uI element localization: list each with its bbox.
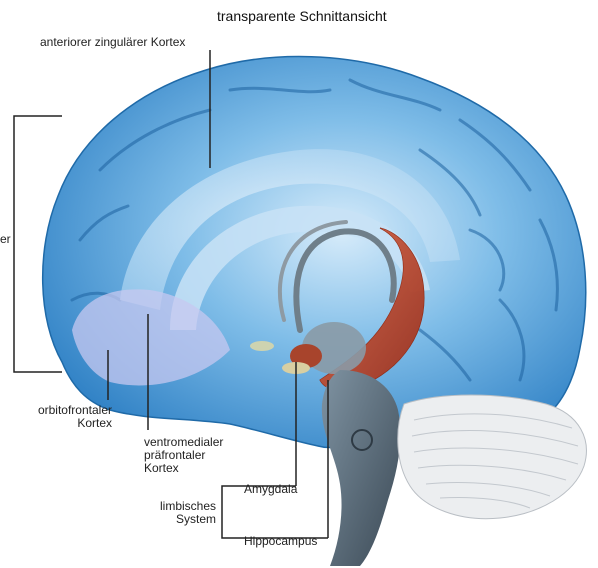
label-anterior-cingulate-cortex: anteriorer zingulärer Kortex (40, 36, 185, 49)
cerebellum (398, 395, 587, 519)
label-ventromedial-prefrontal-cortex: ventromedialer präfrontaler Kortex (144, 436, 223, 475)
label-limbic-system: limbisches System (134, 500, 216, 526)
cerebral-cortex (43, 57, 586, 448)
diagram-title: transparente Schnittansicht (217, 10, 387, 23)
label-orbitofrontal-cortex: orbitofrontaler Kortex (18, 404, 112, 430)
label-bracket-cut: er (0, 233, 11, 246)
label-amygdala: Amygdala (244, 483, 297, 496)
label-hippocampus: Hippocampus (244, 535, 317, 548)
brainstem (322, 370, 401, 566)
